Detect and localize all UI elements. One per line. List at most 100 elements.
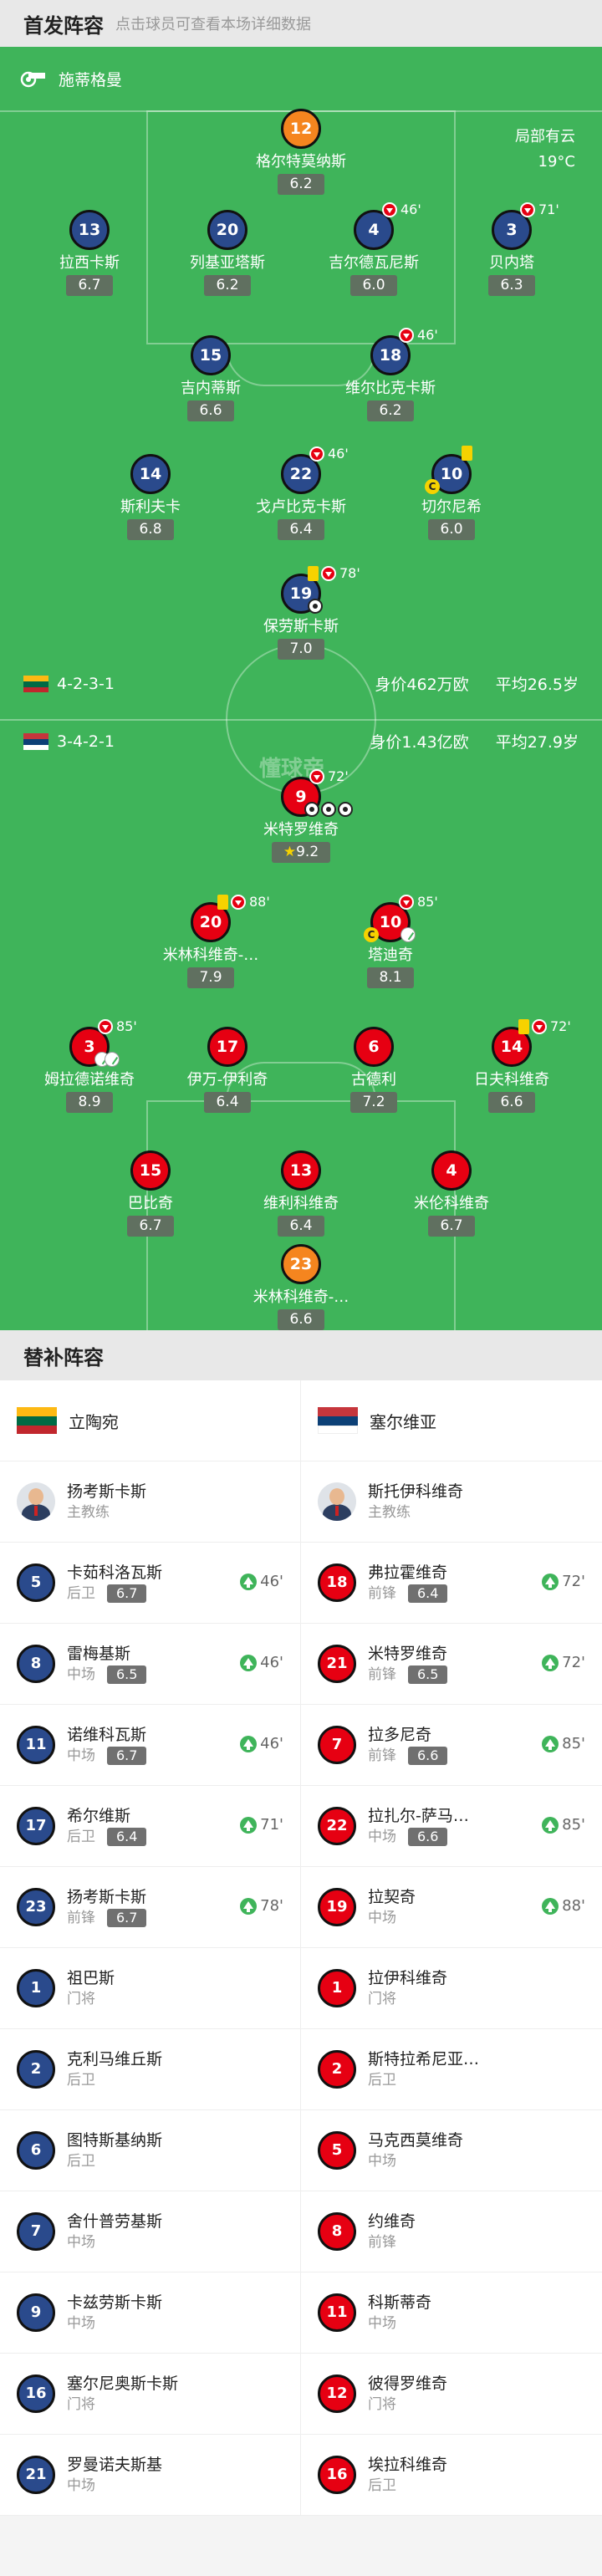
sub-on-badge: 78' bbox=[240, 1897, 283, 1915]
player-name: 马克西莫维奇 bbox=[368, 2131, 464, 2150]
coach-row: 扬考斯卡斯主教练 斯托伊科维奇主教练 bbox=[0, 1461, 602, 1543]
player-card[interactable]: 17 伊万-伊利奇 6.4 bbox=[140, 1027, 315, 1113]
whistle-icon bbox=[20, 71, 45, 88]
player-name: 米林科维奇-… bbox=[162, 946, 259, 964]
player-rating: 6.6 bbox=[488, 1092, 535, 1113]
player-rating: 6.6 bbox=[278, 1309, 324, 1330]
player-card[interactable]: 13 维利科维奇 6.4 bbox=[213, 1150, 389, 1237]
sub-on-time: 78' bbox=[260, 1897, 283, 1915]
player-rating: 6.7 bbox=[127, 1216, 174, 1237]
player-card[interactable]: 3 71' 贝内塔 6.3 bbox=[424, 201, 599, 296]
player-name: 诺维科瓦斯 bbox=[67, 1726, 147, 1744]
player-card[interactable]: 20 88' 米林科维奇-… 7.9 bbox=[123, 894, 298, 988]
home-team-header[interactable]: 立陶宛 bbox=[0, 1380, 301, 1461]
captain-badge: C bbox=[364, 927, 379, 942]
player-name: 彼得罗维奇 bbox=[368, 2375, 448, 2393]
away-team-header[interactable]: 塞尔维亚 bbox=[301, 1380, 602, 1461]
sub-on-icon bbox=[240, 1654, 258, 1671]
player-number: 17 bbox=[17, 1807, 55, 1845]
player-number: 9 bbox=[17, 2293, 55, 2332]
player-position: 后卫 bbox=[368, 2477, 396, 2494]
player-name: 弗拉霍维奇 bbox=[368, 1563, 448, 1582]
player-number: 6 bbox=[354, 1027, 394, 1067]
player-card[interactable]: 3 85' 姆拉德诺维奇 8.9 bbox=[2, 1018, 177, 1113]
player-name: 日夫科维奇 bbox=[474, 1071, 549, 1089]
sub-off-badge: 85' bbox=[98, 1018, 137, 1034]
player-rating: 6.7 bbox=[428, 1216, 475, 1237]
player-card[interactable]: 14 斯利夫卡 6.8 bbox=[63, 454, 238, 540]
player-card[interactable]: 15 吉内蒂斯 6.6 bbox=[123, 335, 298, 421]
home-coach[interactable]: 扬考斯卡斯主教练 bbox=[0, 1461, 301, 1542]
player-card[interactable]: 4 米伦科维奇 6.7 bbox=[364, 1150, 539, 1237]
player-card[interactable]: 23 米林科维奇-… 6.6 bbox=[213, 1244, 389, 1330]
player-name: 塞尔尼奥斯卡斯 bbox=[67, 2375, 179, 2393]
sub-on-time: 46' bbox=[260, 1573, 283, 1590]
starting-lineup-title: 首发阵容 bbox=[23, 13, 104, 38]
player-card[interactable]: 13 拉西卡斯 6.7 bbox=[2, 210, 177, 296]
sub-on-time: 72' bbox=[562, 1573, 585, 1590]
player-name: 戈卢比克卡斯 bbox=[256, 498, 346, 516]
player-card[interactable]: 12 格尔特莫纳斯 6.2 bbox=[213, 109, 389, 195]
weather: 局部有云 19°C bbox=[515, 125, 575, 175]
subs-header: 替补阵容 bbox=[0, 1330, 602, 1380]
player-name: 克利马维丘斯 bbox=[67, 2050, 163, 2068]
player-card[interactable]: 20 列基亚塔斯 6.2 bbox=[140, 210, 315, 296]
player-card[interactable]: 10 85' C 塔迪奇 8.1 bbox=[303, 894, 478, 988]
player-rating: 8.9 bbox=[66, 1092, 113, 1113]
player-card[interactable]: 18 46' 维尔比克卡斯 6.2 bbox=[303, 327, 478, 421]
player-rating: 6.4 bbox=[278, 1216, 324, 1237]
player-name: 图特斯基纳斯 bbox=[67, 2131, 163, 2150]
player-name: 拉契奇 bbox=[368, 1888, 416, 1906]
player-card[interactable]: 9 72' 米特罗维奇 ★9.2 bbox=[213, 768, 389, 863]
away-coach[interactable]: 斯托伊科维奇主教练 bbox=[301, 1461, 602, 1542]
player-card[interactable]: 14 72' 日夫科维奇 6.6 bbox=[424, 1018, 599, 1113]
player-card[interactable]: 22 46' 戈卢比克卡斯 6.4 bbox=[213, 446, 389, 540]
sub-on-time: 88' bbox=[562, 1897, 585, 1915]
player-card[interactable]: 10 C 切尔尼希 6.0 bbox=[364, 446, 539, 540]
player-number: 16 bbox=[17, 2375, 55, 2413]
sub-on-icon bbox=[542, 1816, 559, 1834]
player-rating: 6.4 bbox=[107, 1828, 147, 1846]
player-rating: 6.2 bbox=[278, 174, 324, 195]
player-number: 1 bbox=[17, 1969, 55, 2007]
subs-team-row: 立陶宛 塞尔维亚 bbox=[0, 1380, 602, 1461]
player-card[interactable]: 15 巴比奇 6.7 bbox=[63, 1150, 238, 1237]
player-card[interactable]: 4 46' 吉尔德瓦尼斯 6.0 bbox=[286, 201, 462, 296]
player-position: 中场 bbox=[67, 2315, 95, 2332]
away-team-name: 塞尔维亚 bbox=[370, 1411, 436, 1432]
player-position: 中场 bbox=[368, 1910, 396, 1926]
player-name: 古德利 bbox=[351, 1071, 396, 1089]
player-card[interactable]: 19 78' 保劳斯卡斯 7.0 bbox=[213, 565, 389, 660]
player-card[interactable]: 6 古德利 7.2 bbox=[286, 1027, 462, 1113]
sub-off-icon bbox=[309, 768, 324, 784]
player-position: 门将 bbox=[368, 1991, 396, 2007]
away-team-info: 3-4-2-1 身价1.43亿欧 平均27.9岁 bbox=[0, 730, 602, 752]
